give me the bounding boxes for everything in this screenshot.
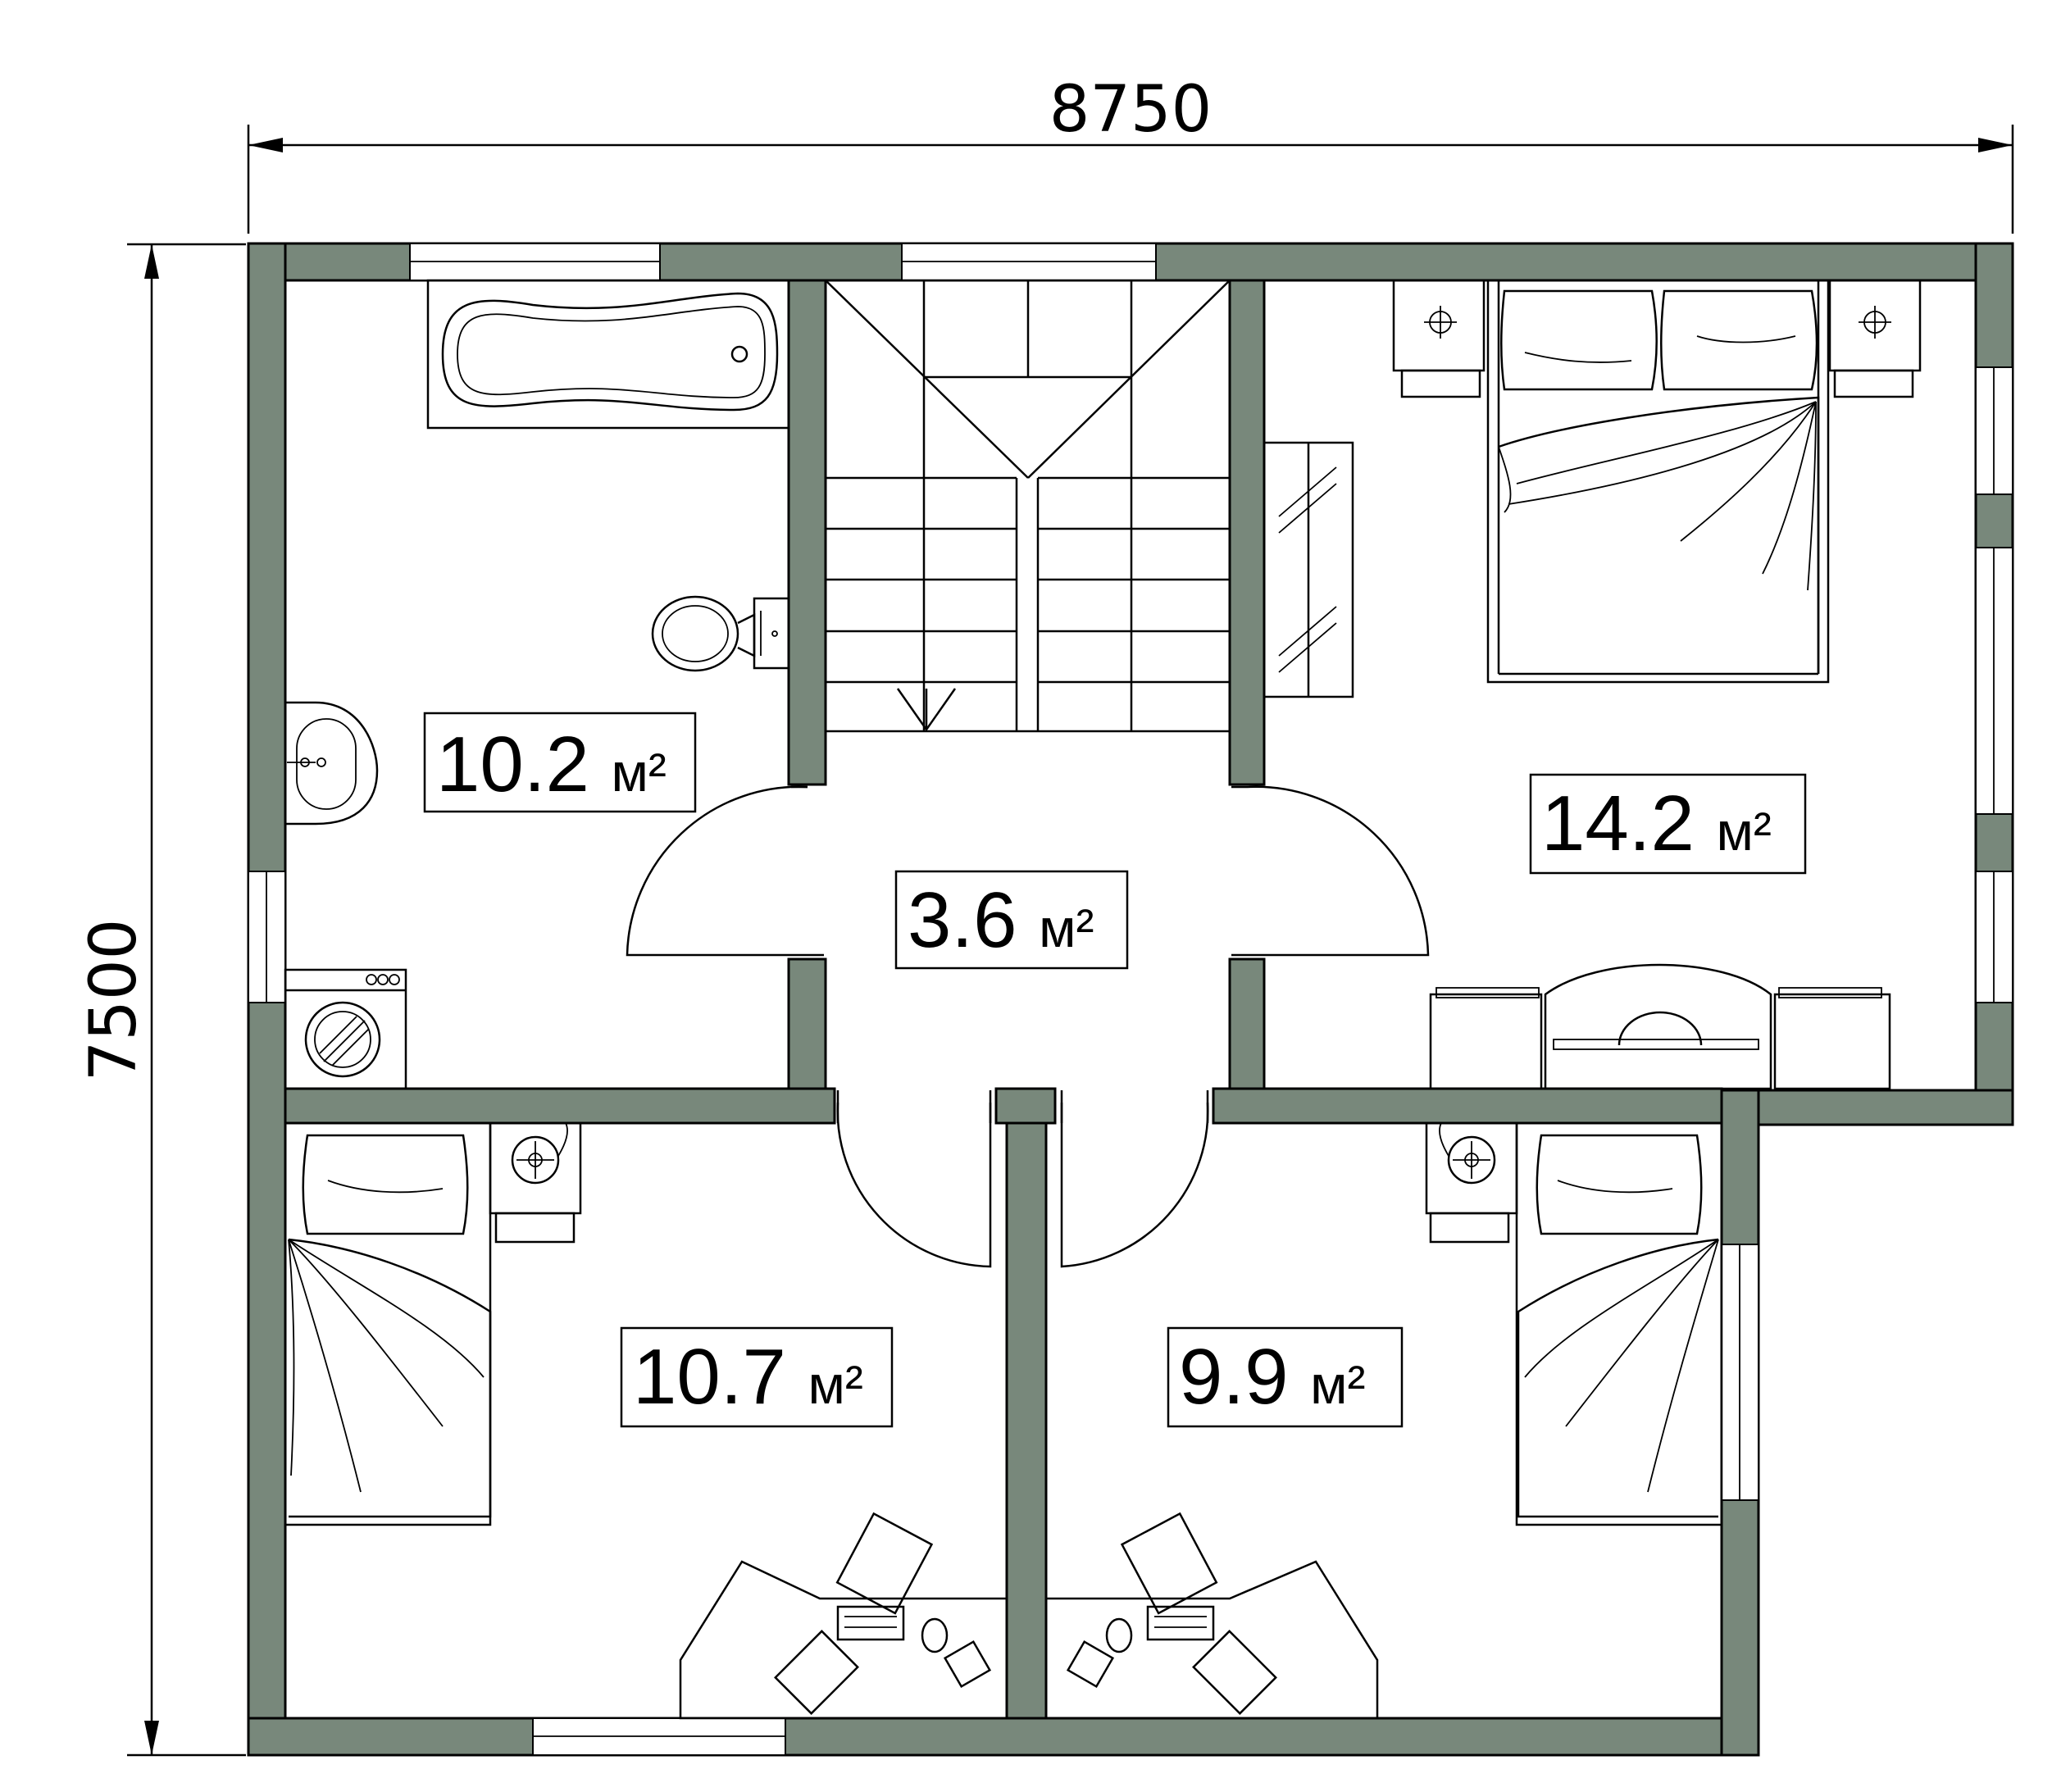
room-area-master-bedroom: 14.2 [1541, 780, 1695, 867]
desk-right [1044, 1512, 1379, 1720]
room-label-bathroom: 10.2 м² [423, 712, 697, 813]
washbasin-icon [285, 701, 379, 826]
room-area-bathroom: 10.2 [436, 721, 589, 808]
room-area-hall: 3.6 [908, 876, 1017, 964]
doors [626, 785, 1430, 1268]
dimension-width: 8750 [247, 73, 2014, 234]
toilet-icon [651, 595, 790, 672]
svg-text:3.6 м²: 3.6 м² [908, 876, 1094, 964]
svg-text:14.2 м²: 14.2 м² [1541, 780, 1772, 867]
double-bed [1486, 279, 1830, 684]
dressing-table [1429, 963, 1891, 1090]
room-label-bedroom-left: 10.7 м² [620, 1326, 894, 1428]
single-bed-left [284, 1121, 492, 1526]
room-unit-hall: м² [1039, 898, 1094, 958]
dimension-height-label: 7500 [77, 919, 151, 1082]
svg-text:9.9 м²: 9.9 м² [1179, 1333, 1365, 1421]
room-unit-bedroom-right: м² [1310, 1354, 1365, 1415]
room-unit-master-bedroom: м² [1717, 801, 1772, 862]
svg-text:10.7 м²: 10.7 м² [633, 1333, 863, 1421]
dimension-height: 7500 [77, 243, 246, 1757]
room-area-bedroom-right: 9.9 [1179, 1333, 1288, 1421]
windows [248, 243, 2013, 1756]
svg-text:10.2 м²: 10.2 м² [436, 721, 667, 808]
staircase [824, 279, 1231, 733]
nightstand-left [1392, 279, 1486, 398]
desk-left [679, 1512, 1008, 1720]
wardrobe [1263, 441, 1354, 698]
room-unit-bathroom: м² [612, 742, 667, 803]
room-unit-bedroom-left: м² [808, 1354, 863, 1415]
room-area-bedroom-left: 10.7 [633, 1333, 786, 1421]
nightstand-bedroom-left [489, 1121, 582, 1244]
single-bed-right [1515, 1121, 1723, 1526]
dimension-width-label: 8750 [1049, 73, 1213, 147]
room-label-bedroom-right: 9.9 м² [1167, 1326, 1404, 1428]
nightstand-bedroom-right [1425, 1121, 1518, 1244]
room-label-hall: 3.6 м² [894, 870, 1129, 970]
room-label-master-bedroom: 14.2 м² [1529, 773, 1807, 875]
washing-machine-icon [284, 968, 407, 1090]
nightstand-right [1828, 279, 1922, 398]
bathtub [426, 279, 790, 430]
